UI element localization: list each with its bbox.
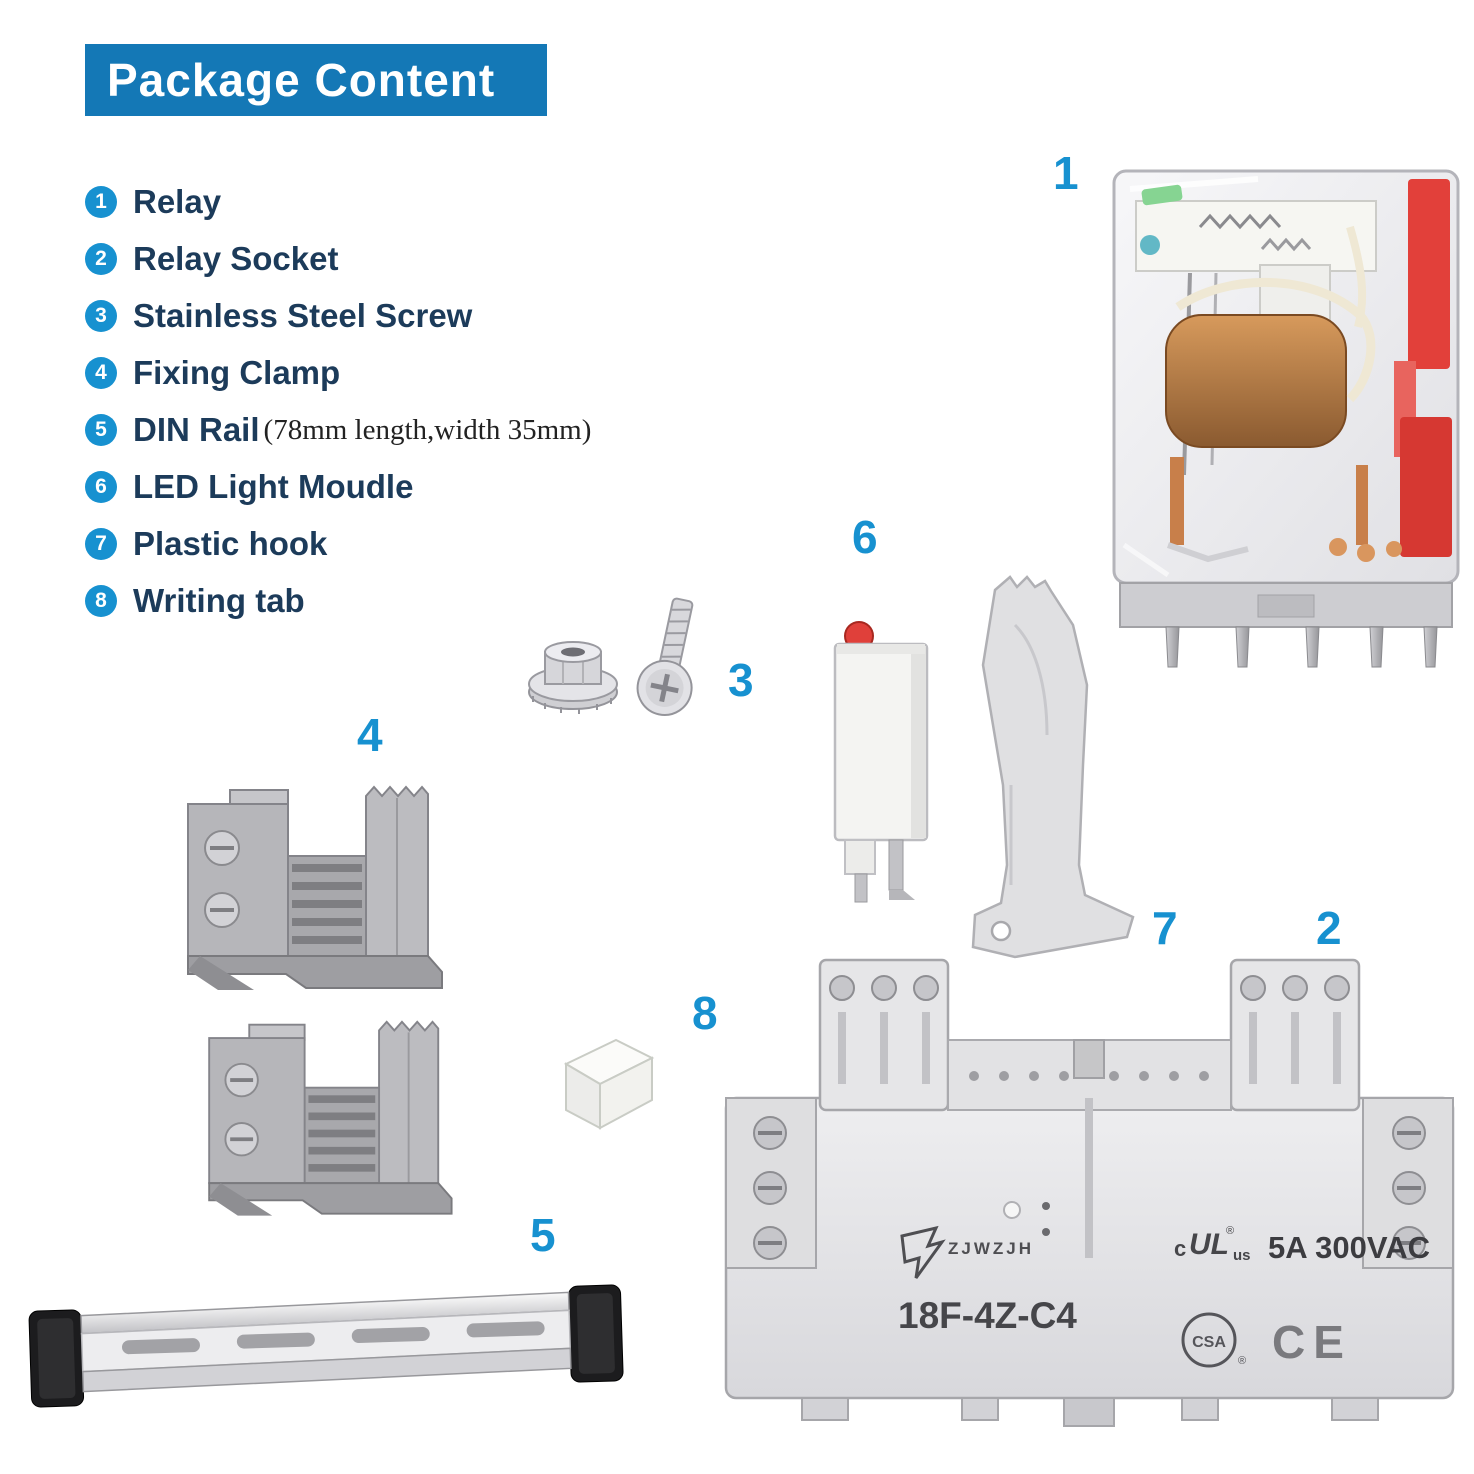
phillips-screw	[636, 597, 694, 716]
list-item: 6 LED Light Moudle	[85, 467, 591, 507]
item-number-badge: 7	[85, 528, 117, 560]
led-module-photo	[815, 602, 950, 907]
item-note: (78mm length,width 35mm)	[263, 413, 592, 446]
socket-terminals-right	[1392, 1116, 1426, 1260]
svg-text:UL: UL	[1189, 1228, 1229, 1261]
callout-1-relay: 1	[1053, 147, 1079, 199]
svg-text:®: ®	[1226, 1225, 1234, 1237]
relay-photo	[1108, 165, 1464, 670]
item-label: Relay	[133, 183, 222, 220]
callout-5-rail: 5	[530, 1209, 556, 1261]
callout-7-hook: 7	[1152, 902, 1178, 954]
socket-feet	[801, 1397, 1379, 1427]
din-rail-photo	[22, 1262, 630, 1427]
svg-text:us: us	[1233, 1247, 1251, 1264]
callout-8-tab: 8	[692, 987, 718, 1039]
item-label: Relay Socket	[133, 240, 339, 277]
socket-tower-right	[1229, 958, 1361, 1112]
svg-text:c: c	[1174, 1236, 1186, 1261]
writing-tab-photo	[552, 1028, 662, 1138]
item-label: DIN Rail	[133, 411, 260, 448]
item-number-badge: 5	[85, 414, 117, 446]
item-label: Fixing Clamp	[133, 354, 341, 391]
list-item: 3 Stainless Steel Screw	[85, 296, 591, 336]
socket-rating-text: 5A 300VAC	[1268, 1230, 1430, 1265]
item-number-badge: 2	[85, 243, 117, 275]
plastic-hook-photo	[955, 565, 1145, 965]
item-label: Plastic hook	[133, 525, 328, 562]
item-number-badge: 8	[85, 585, 117, 617]
list-item: 4 Fixing Clamp	[85, 353, 591, 393]
socket-brand-logo	[900, 1225, 946, 1279]
item-number-badge: 4	[85, 357, 117, 389]
ce-mark: CE	[1272, 1316, 1352, 1368]
list-item: 5 DIN Rail (78mm length,width 35mm)	[85, 410, 591, 450]
socket-model-text: 18F-4Z-C4	[898, 1295, 1077, 1336]
flange-nut	[528, 641, 618, 714]
socket-tower-left	[818, 958, 950, 1112]
item-number-badge: 1	[85, 186, 117, 218]
list-item: 1 Relay	[85, 182, 591, 222]
callout-3-screw: 3	[728, 654, 754, 706]
item-number-badge: 3	[85, 300, 117, 332]
list-item: 8 Writing tab	[85, 581, 591, 621]
socket-terminals-left	[753, 1116, 787, 1260]
relay-red-lever	[1408, 179, 1450, 369]
screws-photo	[515, 590, 715, 730]
page-title: Package Content	[107, 54, 496, 106]
fixing-clamp-photo-1	[170, 768, 455, 996]
relay-socket-photo: ZJWZJH 18F-4Z-C4 c UL us ® 5A 300VAC CSA…	[712, 948, 1467, 1453]
item-label: Writing tab	[133, 582, 305, 619]
item-number-badge: 6	[85, 471, 117, 503]
callout-6-led: 6	[852, 511, 878, 563]
fixing-clamp-photo-2	[192, 1000, 464, 1225]
list-item: 7 Plastic hook	[85, 524, 591, 564]
relay-green-indicator	[1141, 184, 1183, 206]
title-banner: Package Content	[85, 44, 547, 116]
package-list: 1 Relay 2 Relay Socket 3 Stainless Steel…	[85, 182, 591, 638]
csa-mark: CSA ®	[1181, 1312, 1246, 1368]
list-item: 2 Relay Socket	[85, 239, 591, 279]
callout-2-socket: 2	[1316, 902, 1342, 954]
svg-text:®: ®	[1238, 1355, 1246, 1367]
ul-mark: c UL us ®	[1174, 1225, 1251, 1264]
socket-brand-text: ZJWZJH	[948, 1239, 1034, 1258]
item-label: Stainless Steel Screw	[133, 297, 473, 334]
relay-coil	[1165, 314, 1347, 448]
svg-text:CSA: CSA	[1192, 1334, 1226, 1351]
item-label: LED Light Moudle	[133, 468, 414, 505]
callout-4-clamp: 4	[357, 709, 383, 761]
